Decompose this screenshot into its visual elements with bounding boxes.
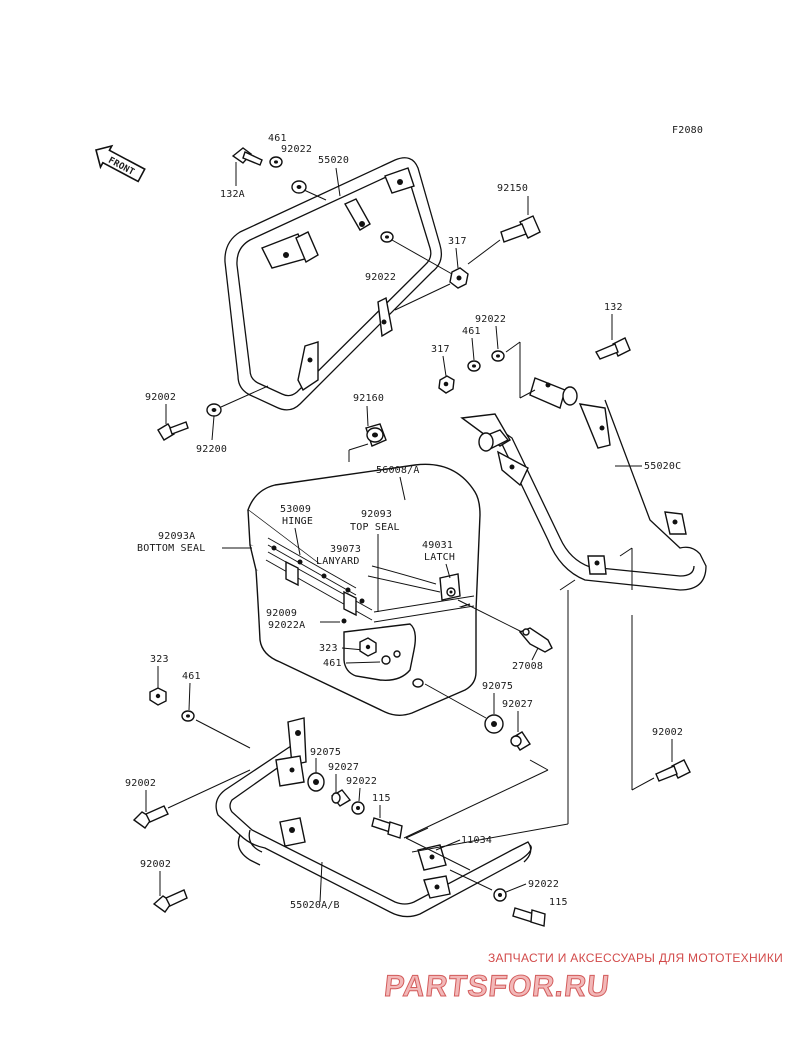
- label-92200: 92200: [196, 444, 227, 455]
- bolt-92002-d-right: [655, 759, 691, 782]
- bolt-115-a: [371, 817, 403, 839]
- label-92002-a: 92002: [145, 392, 176, 403]
- bolt-92002-b: [132, 805, 169, 829]
- washer-461-d: [181, 710, 195, 722]
- label-323-b: 323: [150, 654, 169, 665]
- label-49031: 49031: [422, 540, 453, 551]
- label-115-a: 115: [372, 793, 391, 804]
- label-92022-b: 92022: [365, 272, 396, 283]
- label-11034: 11034: [461, 835, 492, 846]
- grommet-92160: [365, 423, 387, 447]
- label-56008: 56008/A: [376, 465, 420, 476]
- label-hinge: HINGE: [282, 516, 313, 527]
- label-latch: LATCH: [424, 552, 455, 563]
- label-27008: 27008: [512, 661, 543, 672]
- frame-55020AB: [215, 717, 532, 918]
- label-461-a: 461: [268, 133, 287, 144]
- figure-code: F2080: [672, 125, 703, 136]
- washer-92022-e: [493, 888, 507, 902]
- bolt-92150: [500, 215, 541, 243]
- label-92093A: 92093A: [158, 531, 195, 542]
- label-bottom-seal: BOTTOM SEAL: [137, 543, 205, 554]
- collar-92027-a: [510, 731, 531, 751]
- front-arrow-icon: FRONT: [95, 144, 146, 183]
- watermark-caption: ЗАПЧАСТИ И АКСЕССУАРЫ ДЛЯ МОТОТЕХНИКИ: [488, 951, 783, 965]
- washer-92022-d: [351, 801, 365, 815]
- bolt-115-b: [512, 907, 546, 927]
- label-39073: 39073: [330, 544, 361, 555]
- label-461-c: 461: [323, 658, 342, 669]
- frame-55020C: [460, 377, 707, 591]
- label-92075-a: 92075: [482, 681, 513, 692]
- label-92022-e: 92022: [528, 879, 559, 890]
- label-132A: 132A: [220, 189, 245, 200]
- washer-461-b: [467, 360, 481, 372]
- label-55020C: 55020C: [644, 461, 681, 472]
- washer-92022-b: [380, 231, 394, 243]
- nut-317-b: [438, 375, 455, 394]
- bolt-132A: [231, 147, 263, 166]
- grommet-92075-b: [307, 772, 325, 792]
- label-317-b: 317: [431, 344, 450, 355]
- key-27008: [518, 627, 553, 653]
- watermark-brand: PARTSFOR.RU: [383, 970, 612, 1003]
- label-323-a: 323: [319, 643, 338, 654]
- label-92002-b: 92002: [125, 778, 156, 789]
- label-317-a: 317: [448, 236, 467, 247]
- bolt-92002-c: [152, 889, 188, 913]
- label-lanyard: LANYARD: [316, 556, 360, 567]
- bolt-132: [595, 337, 631, 360]
- label-92160: 92160: [353, 393, 384, 404]
- label-53009: 53009: [280, 504, 311, 515]
- label-92150: 92150: [497, 183, 528, 194]
- label-92002-c: 92002: [140, 859, 171, 870]
- label-55020: 55020: [318, 155, 349, 166]
- label-92022A: 92022A: [268, 620, 305, 631]
- washer-92022-c: [491, 350, 505, 362]
- grommet-92075-a: [484, 714, 504, 734]
- label-92027-a: 92027: [502, 699, 533, 710]
- label-132: 132: [604, 302, 623, 313]
- collar-92027-b: [330, 789, 352, 807]
- label-92027-b: 92027: [328, 762, 359, 773]
- washer-92200: [206, 403, 222, 417]
- label-92093: 92093: [361, 509, 392, 520]
- label-55020AB: 55020A/B: [290, 900, 340, 911]
- nut-323-b: [149, 687, 167, 706]
- label-92022-c: 92022: [475, 314, 506, 325]
- label-92075-b: 92075: [310, 747, 341, 758]
- label-92002-b-right: 92002: [652, 727, 683, 738]
- nut-317-a: [449, 267, 469, 289]
- nut-323-a: [359, 637, 377, 657]
- label-92022-a: 92022: [281, 144, 312, 155]
- washer-461-a: [269, 156, 283, 168]
- label-92022-d: 92022: [346, 776, 377, 787]
- washer-92022-a: [291, 180, 307, 194]
- label-115-b: 115: [549, 897, 568, 908]
- bolt-92002-a: [157, 421, 189, 441]
- label-top-seal: TOP SEAL: [350, 522, 400, 533]
- label-461-d: 461: [182, 671, 201, 682]
- label-461-b: 461: [462, 326, 481, 337]
- label-92009: 92009: [266, 608, 297, 619]
- pannier-case-56008: [247, 463, 481, 716]
- frame-55020: [224, 157, 443, 411]
